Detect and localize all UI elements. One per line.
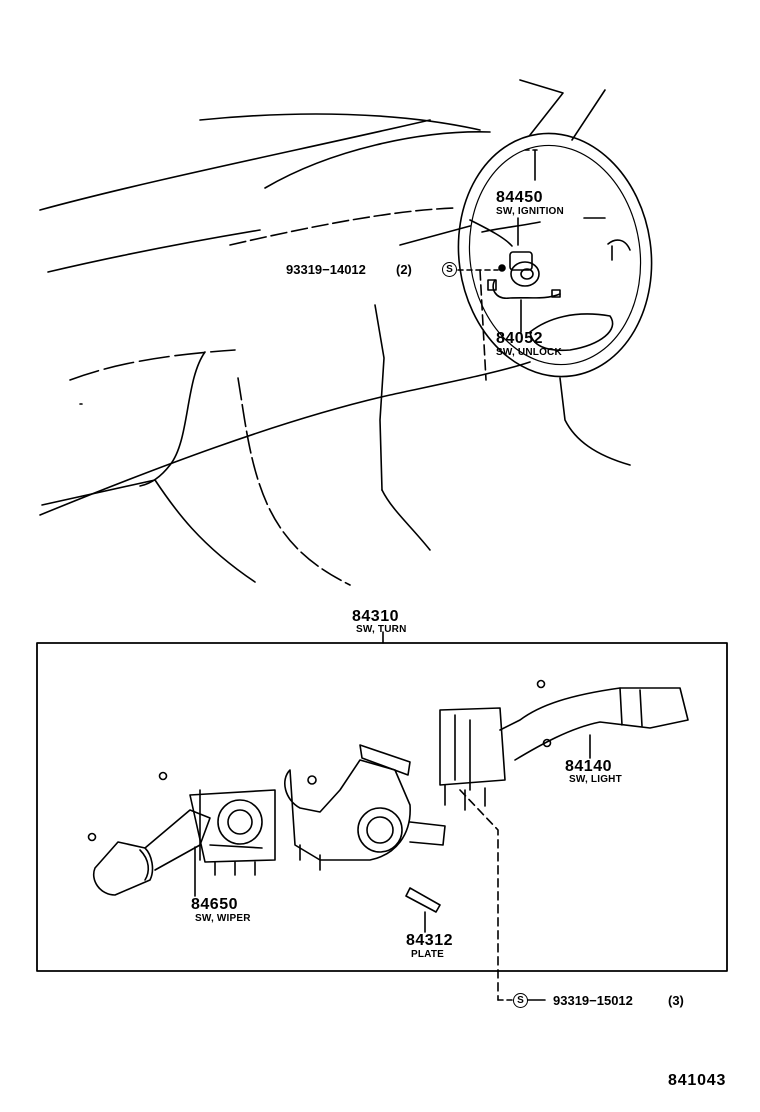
combination-body-drawing bbox=[284, 744, 446, 871]
plate-part-number: 84312 bbox=[406, 932, 453, 949]
figure-number: 841043 bbox=[668, 1072, 727, 1089]
steering-wheel bbox=[399, 79, 653, 466]
bottom-screw-quantity: (3) bbox=[668, 993, 684, 1008]
unlock-part-number: 84052 bbox=[496, 330, 543, 347]
light-part-name: SW, LIGHT bbox=[569, 774, 622, 785]
ignition-switch-drawing bbox=[487, 251, 561, 299]
turn-part-number: 84310 bbox=[352, 608, 399, 625]
unlock-part-name: SW, UNLOCK bbox=[496, 347, 562, 358]
wiper-switch-drawing bbox=[87, 771, 276, 896]
top-screw-quantity: (2) bbox=[396, 262, 412, 277]
ignition-part-number: 84450 bbox=[496, 189, 543, 206]
ignition-part-name: SW, IGNITION bbox=[496, 206, 564, 217]
top-screw-part-number: 93319−14012 bbox=[286, 262, 366, 277]
wiper-part-name: SW, WIPER bbox=[195, 913, 251, 924]
plate-part-name: PLATE bbox=[411, 949, 445, 960]
plate-drawing bbox=[405, 887, 441, 913]
light-part-number: 84140 bbox=[565, 758, 612, 775]
bottom-screw-part-number: 93319−15012 bbox=[553, 993, 633, 1008]
wiper-part-number: 84650 bbox=[191, 896, 238, 913]
leader-lines-top bbox=[457, 217, 522, 333]
light-switch-drawing bbox=[439, 679, 689, 811]
turn-part-name: SW, TURN bbox=[356, 624, 407, 635]
bottom-screw-s-mark: S bbox=[513, 993, 528, 1008]
dashboard-outline bbox=[39, 113, 531, 586]
leader-lines-bottom bbox=[194, 734, 591, 1001]
top-screw-s-mark: S bbox=[442, 262, 457, 277]
turn-switch-assembly-box bbox=[36, 642, 728, 972]
